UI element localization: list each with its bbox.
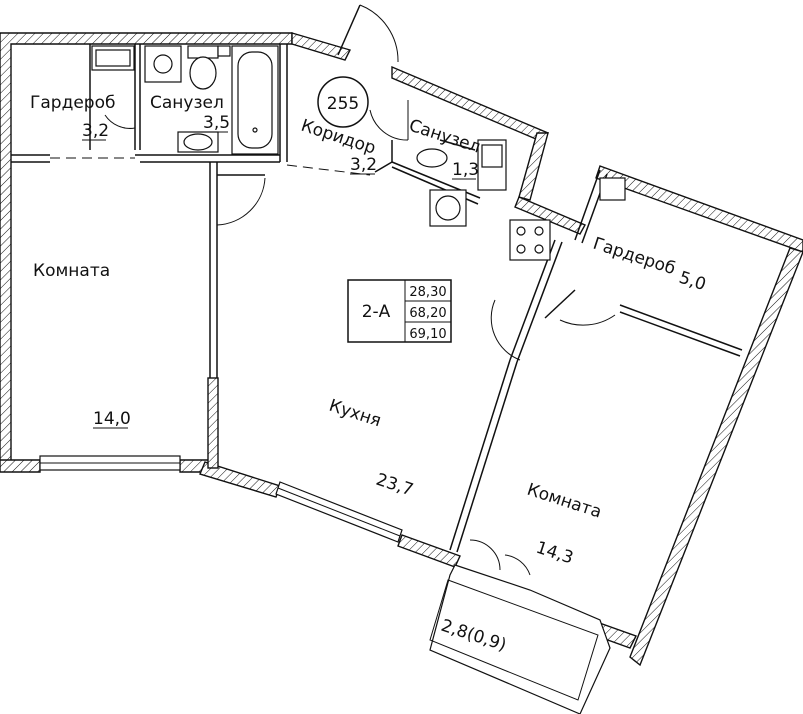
corridor-area: 3,2 [350,155,377,175]
wardrobe-right-name: Гардероб [590,234,677,279]
wardrobe-left-area: 3,2 [82,121,109,141]
bathroom-left-name: Санузел [150,93,224,113]
windows [39,455,403,543]
apartment-number-circle [317,76,369,128]
interior-walls [11,44,743,553]
room-left-name: Комната [33,261,110,281]
left-bathroom-fixtures [91,45,279,155]
exterior-walls [0,32,803,667]
total-area: 68,20 [409,306,446,321]
total-area-with-balcony: 69,10 [409,327,446,342]
room-right-area: 14,3 [533,538,575,569]
living-area: 28,30 [409,285,446,300]
bathroom-left-area: 3,5 [203,113,230,133]
wardrobe-left-name: Гардероб [30,93,115,113]
bathroom-right-name: Санузел [406,116,482,158]
doors [104,4,616,576]
kitchen-area: 23,7 [373,470,415,501]
apartment-number: 255 [327,94,359,114]
kitchen-name: Кухня [326,396,383,432]
room-left-area: 14,0 [93,409,131,429]
wardrobe-right-area: 5,0 [676,268,708,295]
right-bathroom-fixtures [416,139,626,261]
bathroom-right-area: 1,3 [452,160,479,180]
corridor-name: Коридор [298,116,378,159]
room-right-name: Комната [524,480,604,523]
area-table: 2-А 28,30 68,20 69,10 [347,279,452,343]
balcony [429,564,611,714]
apartment-type: 2-А [362,302,391,322]
